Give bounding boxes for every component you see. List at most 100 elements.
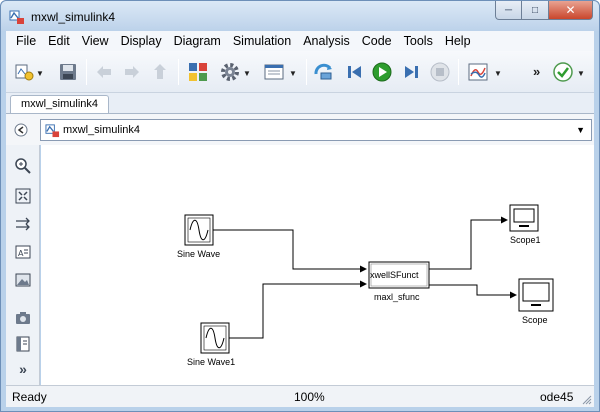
maximize-button[interactable]: □ bbox=[522, 1, 549, 20]
camera-icon bbox=[16, 312, 30, 324]
model-explorer-button[interactable] bbox=[262, 60, 286, 84]
library-browser-icon bbox=[189, 63, 207, 81]
signal-line-sfunc-to-scope bbox=[429, 284, 517, 299]
sine-wave-block[interactable] bbox=[184, 214, 214, 246]
step-forward-icon bbox=[405, 66, 418, 78]
zoom-button[interactable] bbox=[14, 157, 32, 175]
forward-arrow-button[interactable] bbox=[120, 60, 144, 84]
close-button[interactable]: ✕ bbox=[549, 1, 593, 20]
model-browser-button[interactable] bbox=[14, 335, 32, 353]
settings-button[interactable] bbox=[218, 60, 242, 84]
menu-display[interactable]: Display bbox=[120, 34, 162, 48]
stop-button[interactable] bbox=[428, 60, 452, 84]
step-forward-button[interactable] bbox=[400, 60, 424, 84]
scope1-label[interactable]: Scope1 bbox=[510, 235, 541, 245]
menu-help[interactable]: Help bbox=[444, 34, 471, 48]
sfunction-name-text: xwellSFunct bbox=[370, 270, 419, 280]
scope-block[interactable] bbox=[518, 278, 554, 312]
fit-view-icon bbox=[15, 188, 31, 204]
model-advisor-button[interactable] bbox=[551, 60, 575, 84]
menu-tools[interactable]: Tools bbox=[403, 34, 433, 48]
toolbar: ▼ bbox=[6, 51, 594, 93]
route-lines-button[interactable] bbox=[14, 215, 32, 233]
address-bar-row: mxwl_simulink4 ▼ bbox=[6, 113, 594, 145]
update-diagram-icon bbox=[314, 63, 332, 80]
settings-dropdown-icon[interactable]: ▼ bbox=[243, 69, 251, 78]
menu-analysis[interactable]: Analysis bbox=[303, 34, 350, 48]
menu-code[interactable]: Code bbox=[361, 34, 392, 48]
model-canvas[interactable]: Sine Wave Sine Wave1 xwellSFunct maxl_sf… bbox=[41, 145, 594, 385]
update-diagram-button[interactable] bbox=[312, 60, 336, 84]
model-icon bbox=[45, 124, 60, 138]
annotation-icon: A bbox=[15, 245, 31, 259]
path-dropdown-icon[interactable]: ▼ bbox=[576, 125, 585, 135]
title-bar[interactable]: mxwl_simulink4 ─ □ ✕ bbox=[1, 1, 599, 31]
signal-line-sine-to-sfunc bbox=[213, 229, 367, 273]
save-icon bbox=[60, 64, 76, 80]
data-inspector-icon bbox=[468, 63, 488, 81]
advisor-dropdown-icon[interactable]: ▼ bbox=[577, 69, 585, 78]
close-icon: ✕ bbox=[565, 3, 576, 17]
run-button[interactable] bbox=[370, 60, 394, 84]
new-model-button[interactable] bbox=[12, 60, 36, 84]
expand-palette-icon[interactable]: » bbox=[19, 361, 27, 377]
tab-strip: mxwl_simulink4 bbox=[6, 93, 594, 114]
model-path-text: mxwl_simulink4 bbox=[63, 124, 141, 136]
new-model-icon bbox=[15, 64, 34, 81]
simulation-data-inspector-button[interactable] bbox=[466, 60, 490, 84]
sine-icon bbox=[205, 327, 225, 349]
library-browser-button[interactable] bbox=[186, 60, 210, 84]
model-path-combobox[interactable]: mxwl_simulink4 ▼ bbox=[40, 119, 592, 141]
sine-icon bbox=[189, 219, 209, 241]
up-arrow-icon bbox=[154, 64, 166, 79]
explorer-dropdown-icon[interactable]: ▼ bbox=[289, 69, 297, 78]
svg-text:A: A bbox=[18, 249, 24, 258]
menu-edit[interactable]: Edit bbox=[48, 34, 70, 48]
window-title: mxwl_simulink4 bbox=[31, 10, 116, 24]
simulink-app-icon bbox=[9, 10, 24, 24]
sine-wave1-block[interactable] bbox=[200, 322, 230, 354]
stop-icon bbox=[430, 62, 450, 82]
sfunction-block[interactable] bbox=[368, 261, 430, 289]
menu-bar: File Edit View Display Diagram Simulatio… bbox=[6, 31, 594, 51]
left-palette: A » bbox=[6, 145, 40, 385]
status-bar: Ready 100% ode45 bbox=[6, 385, 594, 407]
scope1-block[interactable] bbox=[509, 204, 539, 232]
zoom-level: 100% bbox=[294, 390, 325, 404]
scope-label[interactable]: Scope bbox=[522, 315, 548, 325]
forward-arrow-icon bbox=[125, 66, 139, 78]
sine-wave1-label[interactable]: Sine Wave1 bbox=[187, 357, 236, 367]
checkmark-icon bbox=[553, 62, 573, 82]
tab-mxwl-simulink4[interactable]: mxwl_simulink4 bbox=[10, 95, 110, 114]
fit-to-view-button[interactable] bbox=[14, 187, 32, 205]
more-tools-icon[interactable]: » bbox=[533, 64, 541, 79]
save-button[interactable] bbox=[56, 60, 80, 84]
menu-view[interactable]: View bbox=[81, 34, 109, 48]
resize-grip-icon[interactable] bbox=[582, 395, 592, 405]
menu-diagram[interactable]: Diagram bbox=[173, 34, 221, 48]
image-icon bbox=[15, 273, 31, 287]
annotation-button[interactable]: A bbox=[14, 243, 32, 261]
signal-line-sfunc-to-scope1 bbox=[429, 216, 508, 270]
image-button[interactable] bbox=[14, 271, 32, 289]
menu-file[interactable]: File bbox=[16, 34, 37, 48]
model-explorer-icon bbox=[264, 64, 284, 80]
back-arrow-icon bbox=[97, 66, 111, 78]
maximize-icon: □ bbox=[531, 4, 539, 16]
sine-wave-label[interactable]: Sine Wave bbox=[177, 249, 221, 259]
play-icon bbox=[372, 62, 392, 82]
new-dropdown-icon[interactable]: ▼ bbox=[36, 69, 44, 78]
back-arrow-button[interactable] bbox=[92, 60, 116, 84]
step-back-button[interactable] bbox=[342, 60, 366, 84]
menu-simulation[interactable]: Simulation bbox=[232, 34, 292, 48]
minimize-icon: ─ bbox=[504, 4, 513, 16]
block-diagram bbox=[184, 204, 554, 354]
hide-browser-icon[interactable] bbox=[14, 123, 28, 137]
sfunction-label[interactable]: maxl_sfunc bbox=[374, 292, 420, 302]
up-arrow-button[interactable] bbox=[148, 60, 172, 84]
inspector-dropdown-icon[interactable]: ▼ bbox=[494, 69, 502, 78]
screenshot-button[interactable] bbox=[14, 309, 32, 327]
minimize-button[interactable]: ─ bbox=[495, 1, 522, 20]
solver-name[interactable]: ode45 bbox=[540, 390, 574, 404]
